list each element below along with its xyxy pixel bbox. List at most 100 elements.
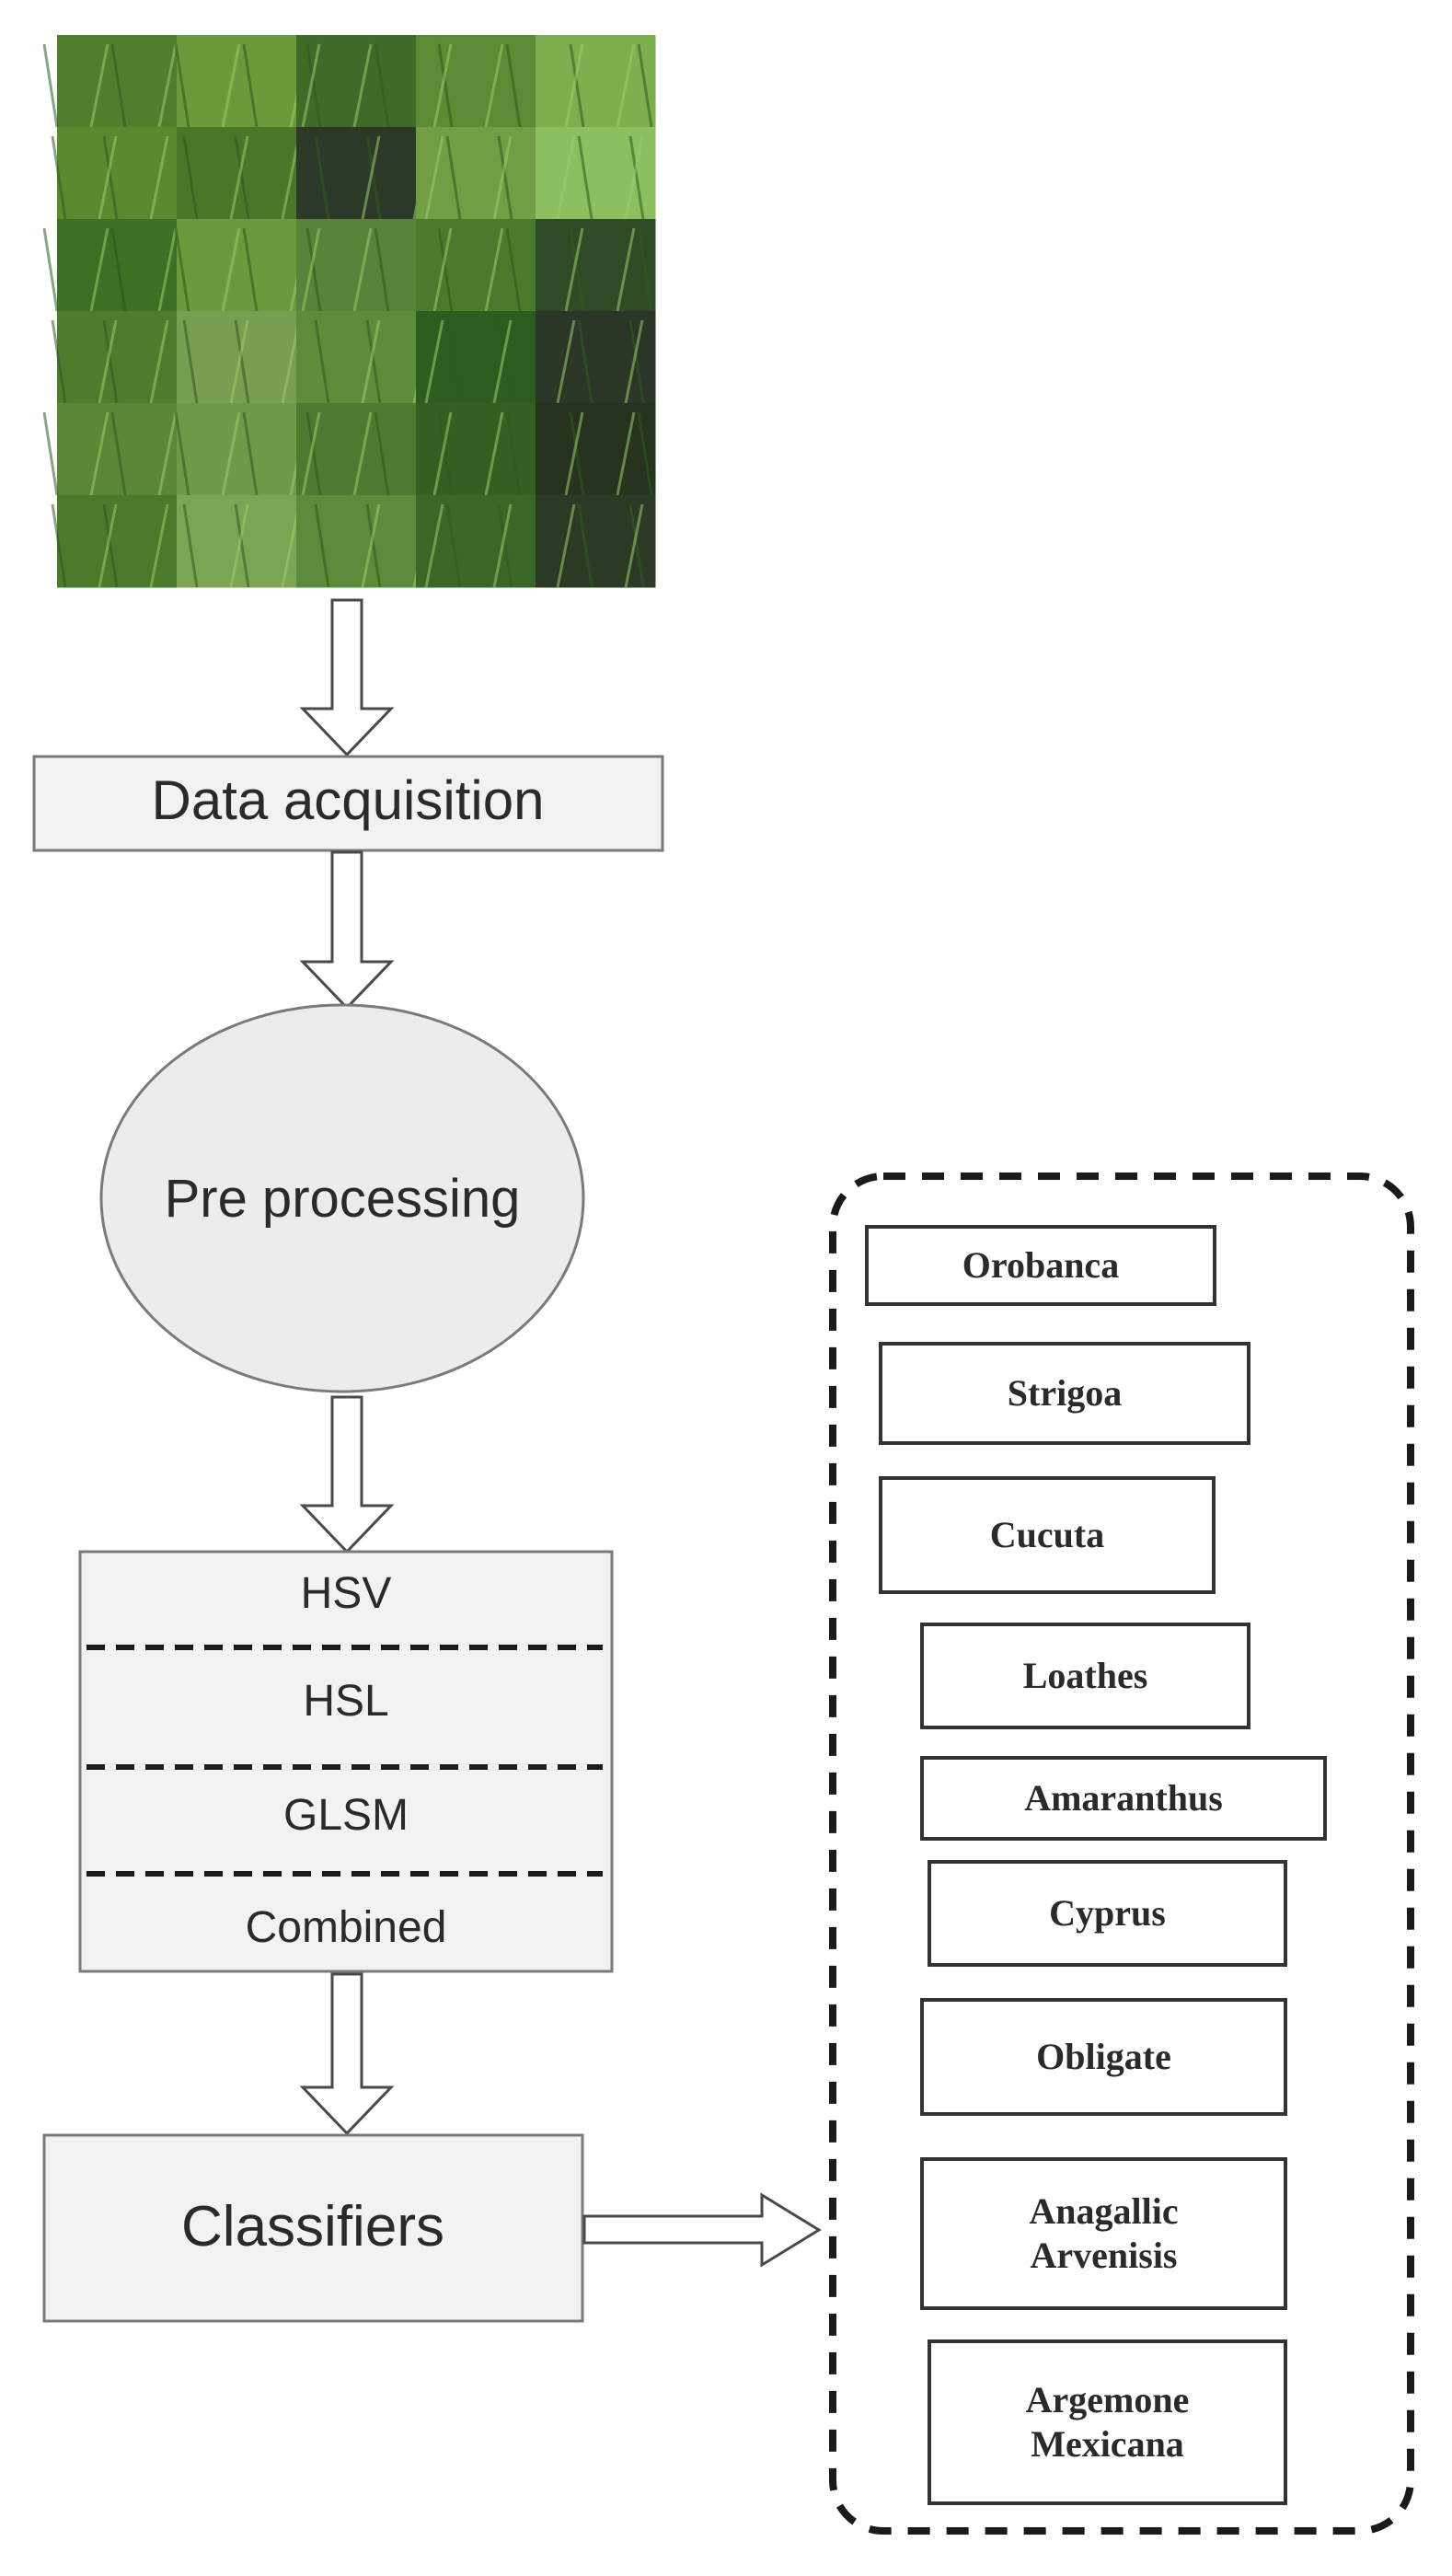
arrow-acquisition-to-preprocessing [299,850,395,1011]
grass-blade [492,503,513,588]
grass-blade [234,135,250,220]
weed-image-mosaic [42,35,656,588]
weed-class-label-line: Arvenisis [1031,2235,1178,2276]
grass-blade [242,411,259,496]
weed-class-label-line: Anagallic [1029,2190,1178,2232]
grass-blade [352,411,373,496]
grass-blade [305,411,322,496]
grass-blade [242,227,259,312]
classifiers-label: Classifiers [181,2195,444,2258]
grass-blade [221,43,241,128]
grass-blade [301,227,321,312]
mosaic-tile [296,311,417,404]
weed-class-label-line: Cyprus [1049,1892,1166,1934]
grass-blade [445,503,462,588]
grass-blade [445,135,462,220]
grass-blade [628,135,645,220]
grass-blade [556,135,576,220]
grass-blade [102,503,119,588]
arrow-preprocessing-to-features [299,1395,395,1554]
grass-blade [234,319,250,404]
weed-class-label-line: Obligate [1036,2036,1171,2077]
grass-blade [182,503,199,588]
weed-class-label-line: Orobanca [962,1244,1119,1286]
weed-class-label: Orobanca [962,1244,1119,1286]
grass-blade [242,43,259,128]
grass-blade [51,135,67,220]
grass-blade [314,135,330,220]
weed-class-label: Cucuta [990,1514,1104,1555]
grass-blade [98,135,118,220]
grass-blade [432,227,453,312]
grass-blade [484,227,504,312]
weed-class-label-line: Loathes [1023,1655,1148,1696]
weed-class-box [928,2339,1287,2505]
grass-blade [42,227,59,312]
grass-blade [497,135,513,220]
grass-blade [361,503,381,588]
weed-class-label-line: Mexicana [1031,2423,1184,2465]
grass-blade [637,411,653,496]
weed-class-box [879,1342,1250,1445]
mosaic-tile [536,495,656,588]
grass-blade [374,227,390,312]
grass-blade [624,503,644,588]
weed-class-box [879,1476,1216,1594]
data-acquisition-label: Data acquisition [152,769,545,831]
grass-blade [365,319,382,404]
grass-blade [182,319,199,404]
grass-blade [149,319,169,404]
grass-blade [149,135,169,220]
grass-blade [437,43,454,128]
mosaic-tile [57,495,178,588]
grass-blade [569,411,585,496]
mosaic-tile [536,127,656,220]
grass-blade [305,227,322,312]
grass-blade [352,43,373,128]
feature-hsl: HSL [303,1677,388,1726]
grass-blade [182,135,199,220]
mosaic-tile [536,219,656,312]
mosaic-tile [296,495,417,588]
grass-blade [577,319,593,404]
grass-blade [556,503,576,588]
classifiers-step: Classifiers [42,2133,584,2323]
grass-blade [361,319,381,404]
grass-blade [637,227,653,312]
grass-blade [624,319,644,404]
grass-blade [89,43,109,128]
grass-blade [157,43,178,128]
grass-blade [497,503,513,588]
grass-blade [505,227,522,312]
weed-class-box [920,1623,1250,1729]
grass-blade [174,43,190,128]
feature-extraction-step: HSV HSL GLSM Combined [78,1550,614,1973]
grass-blade [424,319,444,404]
grass-blade [432,43,453,128]
mosaic-tile [536,35,656,128]
grass-blade [564,227,584,312]
grass-blade [505,411,522,496]
grass-blade [98,503,118,588]
grass-blade [616,43,636,128]
grass-blade [374,411,390,496]
grass-blade [42,411,59,496]
data-acquisition-step: Data acquisition [32,755,664,852]
weed-class-box [920,2157,1287,2310]
grass-blade [301,43,321,128]
grass-blade [564,411,584,496]
grass-blade [221,227,241,312]
grass-blade [564,43,584,128]
grass-blade [556,319,576,404]
mosaic-tile [536,311,656,404]
arrow-features-to-classifiers [299,1972,395,2136]
weed-class-box [920,1756,1327,1841]
grass-blade [229,319,249,404]
grass-blade [624,135,644,220]
grass-blade [361,135,381,220]
grass-blade [374,43,390,128]
grass-blade [221,411,241,496]
